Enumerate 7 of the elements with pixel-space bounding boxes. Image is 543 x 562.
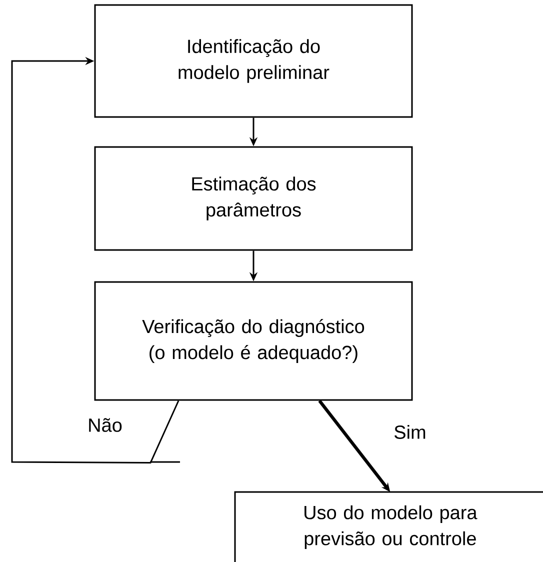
edge-label: Sim: [394, 425, 426, 439]
process-box: Identificação do modelo preliminar: [94, 4, 413, 118]
arrow: [11, 56, 180, 464]
process-box: Uso do modelo para previsão ou controle: [234, 491, 543, 562]
process-box: Verificação do diagnóstico (o modelo é adequado?): [94, 281, 413, 401]
edge-label: Não: [89, 418, 122, 432]
process-box: Estimação dos parâmetros: [94, 146, 413, 251]
